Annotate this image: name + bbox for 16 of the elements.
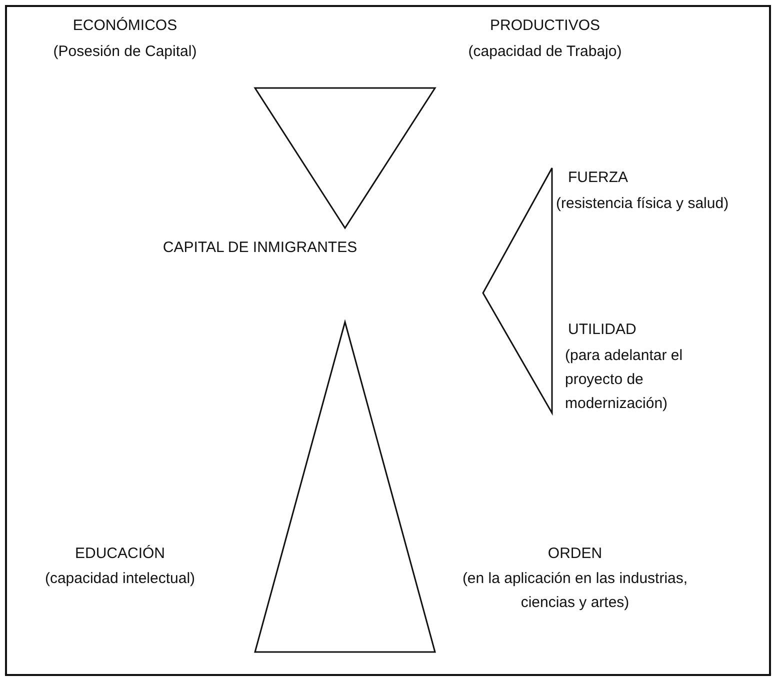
category-description: (capacidad de Trabajo) [467,42,623,62]
category-heading: EDUCACIÓN [74,544,166,564]
category-heading: PRODUCTIVOS [488,16,601,36]
category-description: (capacidad intelectual) [44,569,196,589]
central-label: CAPITAL DE INMIGRANTES [162,238,358,258]
category-heading: UTILIDAD [568,320,638,340]
category-description: (en la aplicación en las industrias, ciencias y artes) [461,569,689,613]
left-pointing-triangle [482,167,553,416]
category-description: (para adelantar el proyecto de modernización) [565,346,684,414]
category-description: (resistencia física y salud) [556,194,730,214]
upright-triangle [254,319,436,653]
inverted-triangle [254,87,436,230]
category-description: (Posesión de Capital) [52,42,198,62]
category-heading: FUERZA [568,168,629,188]
category-heading: ECONÓMICOS [72,16,178,36]
category-heading: ORDEN [546,544,604,564]
